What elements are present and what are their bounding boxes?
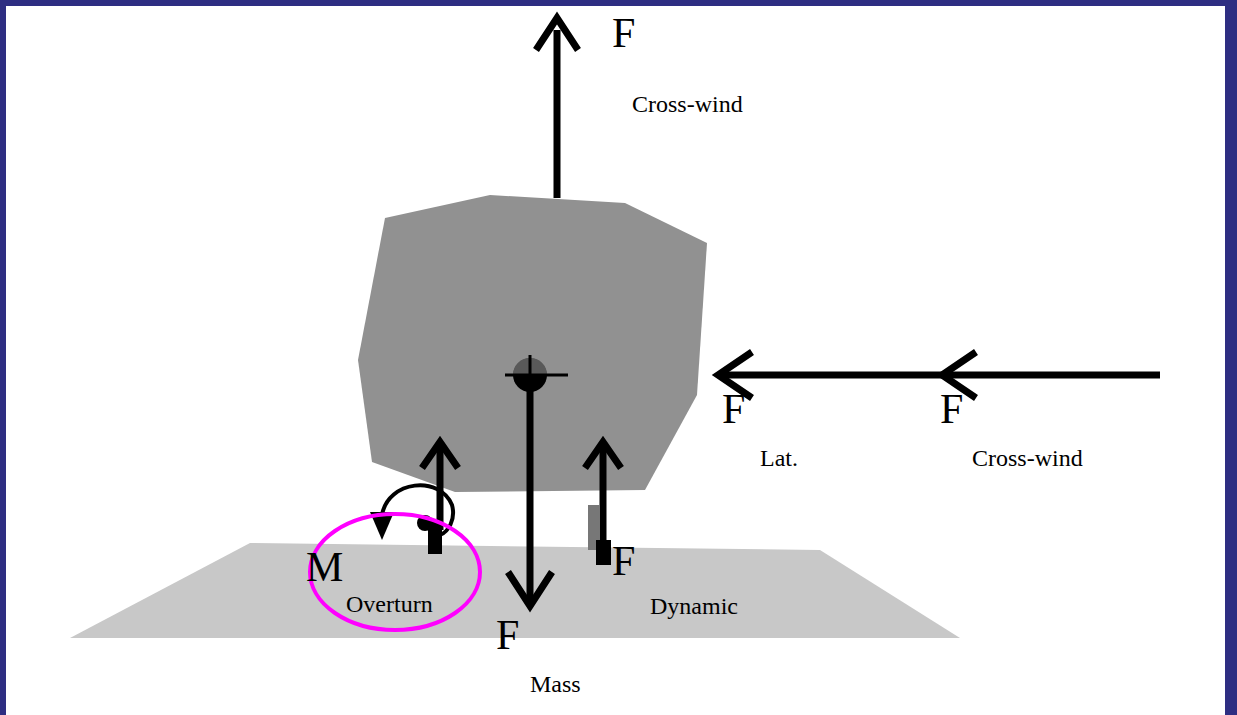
- moment-arrow: [382, 485, 453, 535]
- reaction-arrowhead: [422, 442, 458, 468]
- lift-arrowhead: [536, 18, 578, 50]
- dynamic-arrowhead: [585, 442, 621, 468]
- crosshair: [505, 374, 568, 377]
- mass-arrowhead: [508, 572, 552, 606]
- force-symbol: F: [612, 540, 635, 582]
- force-subscript: Lat.: [760, 446, 798, 470]
- force-subscript: Cross-wind: [632, 92, 743, 116]
- crosshair: [529, 355, 532, 395]
- force-subscript: Cross-wind: [972, 446, 1083, 470]
- mass-arrow: [527, 375, 534, 604]
- moment-subscript: Overturn: [346, 592, 433, 616]
- slide-ground: [6, 6, 1225, 715]
- force-symbol: F: [940, 388, 963, 430]
- force-subscript: Mass: [530, 672, 581, 696]
- force-symbol: F: [496, 614, 519, 656]
- force-symbol: F: [612, 12, 635, 54]
- lift-arrow: [554, 30, 561, 198]
- dynamic-arrow: [600, 448, 607, 545]
- wheel: [596, 540, 611, 565]
- force-subscript: Dynamic: [650, 594, 738, 618]
- moment-symbol: M: [306, 546, 343, 588]
- force-symbol: F: [722, 388, 745, 430]
